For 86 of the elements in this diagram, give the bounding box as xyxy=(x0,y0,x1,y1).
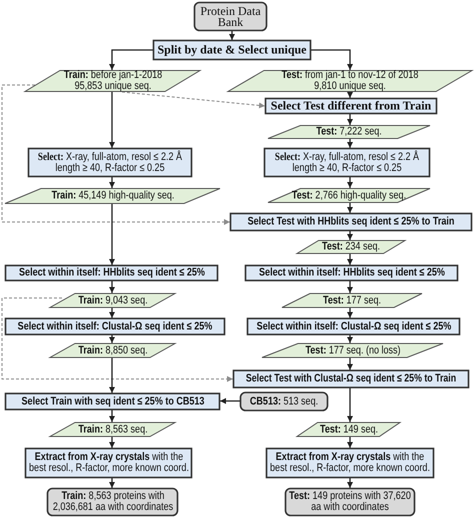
step-text: Select Train with seq ident ≤ 25% to CB513 xyxy=(20,396,205,407)
step-text: Select Test with HHblits seq ident ≤ 25% to Train xyxy=(246,216,456,228)
process-box xyxy=(5,265,218,281)
data-parallelogram xyxy=(5,188,220,204)
step-text: Test: 149 seq. xyxy=(318,424,378,435)
arrow xyxy=(109,335,115,343)
step-text: Select within itself: HHblits seq ident ≤ 25% xyxy=(258,268,446,278)
data-parallelogram xyxy=(297,240,405,254)
terminal-box xyxy=(194,2,267,31)
step-text: Select within itself: Clustal-Ω seq ident ≤ 25% xyxy=(16,321,214,332)
arrow xyxy=(109,358,115,393)
arrow xyxy=(347,139,353,148)
process-box xyxy=(5,318,225,335)
arrow xyxy=(347,335,353,343)
data-parallelogram xyxy=(297,422,400,437)
arrow xyxy=(347,177,353,188)
arrow xyxy=(347,437,353,448)
arrow xyxy=(347,358,353,370)
step-text: Select within itself: Clustal-Ω seq ident ≤ 25% xyxy=(255,321,452,332)
terminal-box xyxy=(240,392,328,411)
dashed-arrow xyxy=(2,298,234,382)
step-text: Train: 8,563 seq. xyxy=(76,424,148,435)
data-parallelogram xyxy=(262,343,443,358)
step-text: Test: from jan-1 to nov-12 of 2018 9,810 unique seq. xyxy=(280,70,420,92)
step-text: Extract from X-ray crystals with the best resol., R-factor, more known coord. xyxy=(28,452,189,474)
arrow xyxy=(109,308,115,318)
step-text: Protein Data Bank xyxy=(200,6,262,28)
data-parallelogram xyxy=(50,343,175,358)
process-box xyxy=(245,265,458,281)
step-text: Test: 177 seq. (no loss) xyxy=(304,345,402,356)
process-box xyxy=(233,370,469,388)
data-parallelogram xyxy=(228,70,472,92)
step-text: Select: X-ray, full-atom, resol ≤ 2.2 Å length ≥ 40, R-factor ≤ 0.25 xyxy=(36,152,184,174)
arrow xyxy=(220,398,240,404)
data-parallelogram xyxy=(282,293,422,308)
step-text: Select within itself: HHblits seq ident ≤ 25% xyxy=(18,268,206,278)
arrow xyxy=(347,388,353,422)
process-box xyxy=(153,40,311,60)
arrow xyxy=(109,49,153,70)
arrow xyxy=(347,114,353,125)
arrow xyxy=(347,231,353,240)
dashed-arrow xyxy=(2,84,230,225)
step-text: Select: X-ray, full-atom, resol ≤ 2.2 Å length ≥ 40, R-factor ≤ 0.25 xyxy=(274,152,420,174)
dashed-arrow xyxy=(122,92,266,108)
step-text: Select Test different from Train xyxy=(270,100,432,112)
step-text: Test: 2,766 high-quality seq. xyxy=(290,190,408,201)
process-box xyxy=(230,213,472,231)
data-parallelogram xyxy=(268,125,430,139)
arrow xyxy=(347,478,353,488)
arrow xyxy=(347,92,353,98)
step-text: Train: 8,850 seq. xyxy=(76,345,148,356)
process-box xyxy=(28,148,192,177)
arrow xyxy=(109,177,115,188)
step-text: Split by date & Select unique xyxy=(156,44,308,56)
step-text: Test: 234 seq. xyxy=(321,242,381,252)
data-parallelogram xyxy=(50,293,175,308)
arrow xyxy=(347,281,353,293)
arrow xyxy=(229,31,235,40)
step-text: Test: 149 proteins with 37,620 aa with coordinates xyxy=(288,491,412,513)
step-text: Train: 8,563 proteins with 2,036,681 aa with coordinates xyxy=(51,491,174,513)
arrow xyxy=(347,254,353,265)
process-box xyxy=(5,393,220,410)
arrow xyxy=(347,203,353,213)
process-box xyxy=(265,98,437,114)
arrow xyxy=(109,437,115,448)
step-text: Train: 9,043 seq. xyxy=(76,295,148,306)
data-parallelogram xyxy=(25,70,200,92)
arrow xyxy=(109,410,115,422)
arrow xyxy=(109,204,115,265)
step-text: Train: before jan-1-2018 95,853 unique seq. xyxy=(62,70,163,92)
data-parallelogram xyxy=(268,188,430,203)
arrow xyxy=(109,281,115,293)
data-parallelogram xyxy=(50,422,175,437)
step-text: Test: 7,222 seq. xyxy=(315,126,383,138)
step-text: Select Test with Clustal-Ω seq ident ≤ 25% to Train xyxy=(244,374,458,384)
step-text: CB513: 513 seq. xyxy=(248,396,320,407)
step-text: Extract from X-ray crystals with the best resol., R-factor, more known coord. xyxy=(269,452,431,474)
terminal-box xyxy=(47,488,178,516)
arrow xyxy=(109,478,115,488)
arrow xyxy=(347,308,353,318)
process-box xyxy=(264,148,430,177)
step-text: Train: 45,149 high-quality seq. xyxy=(50,190,175,202)
process-box xyxy=(247,318,460,335)
step-text: Test: 177 seq. xyxy=(322,295,382,306)
arrow xyxy=(311,49,353,70)
arrow xyxy=(109,92,115,148)
